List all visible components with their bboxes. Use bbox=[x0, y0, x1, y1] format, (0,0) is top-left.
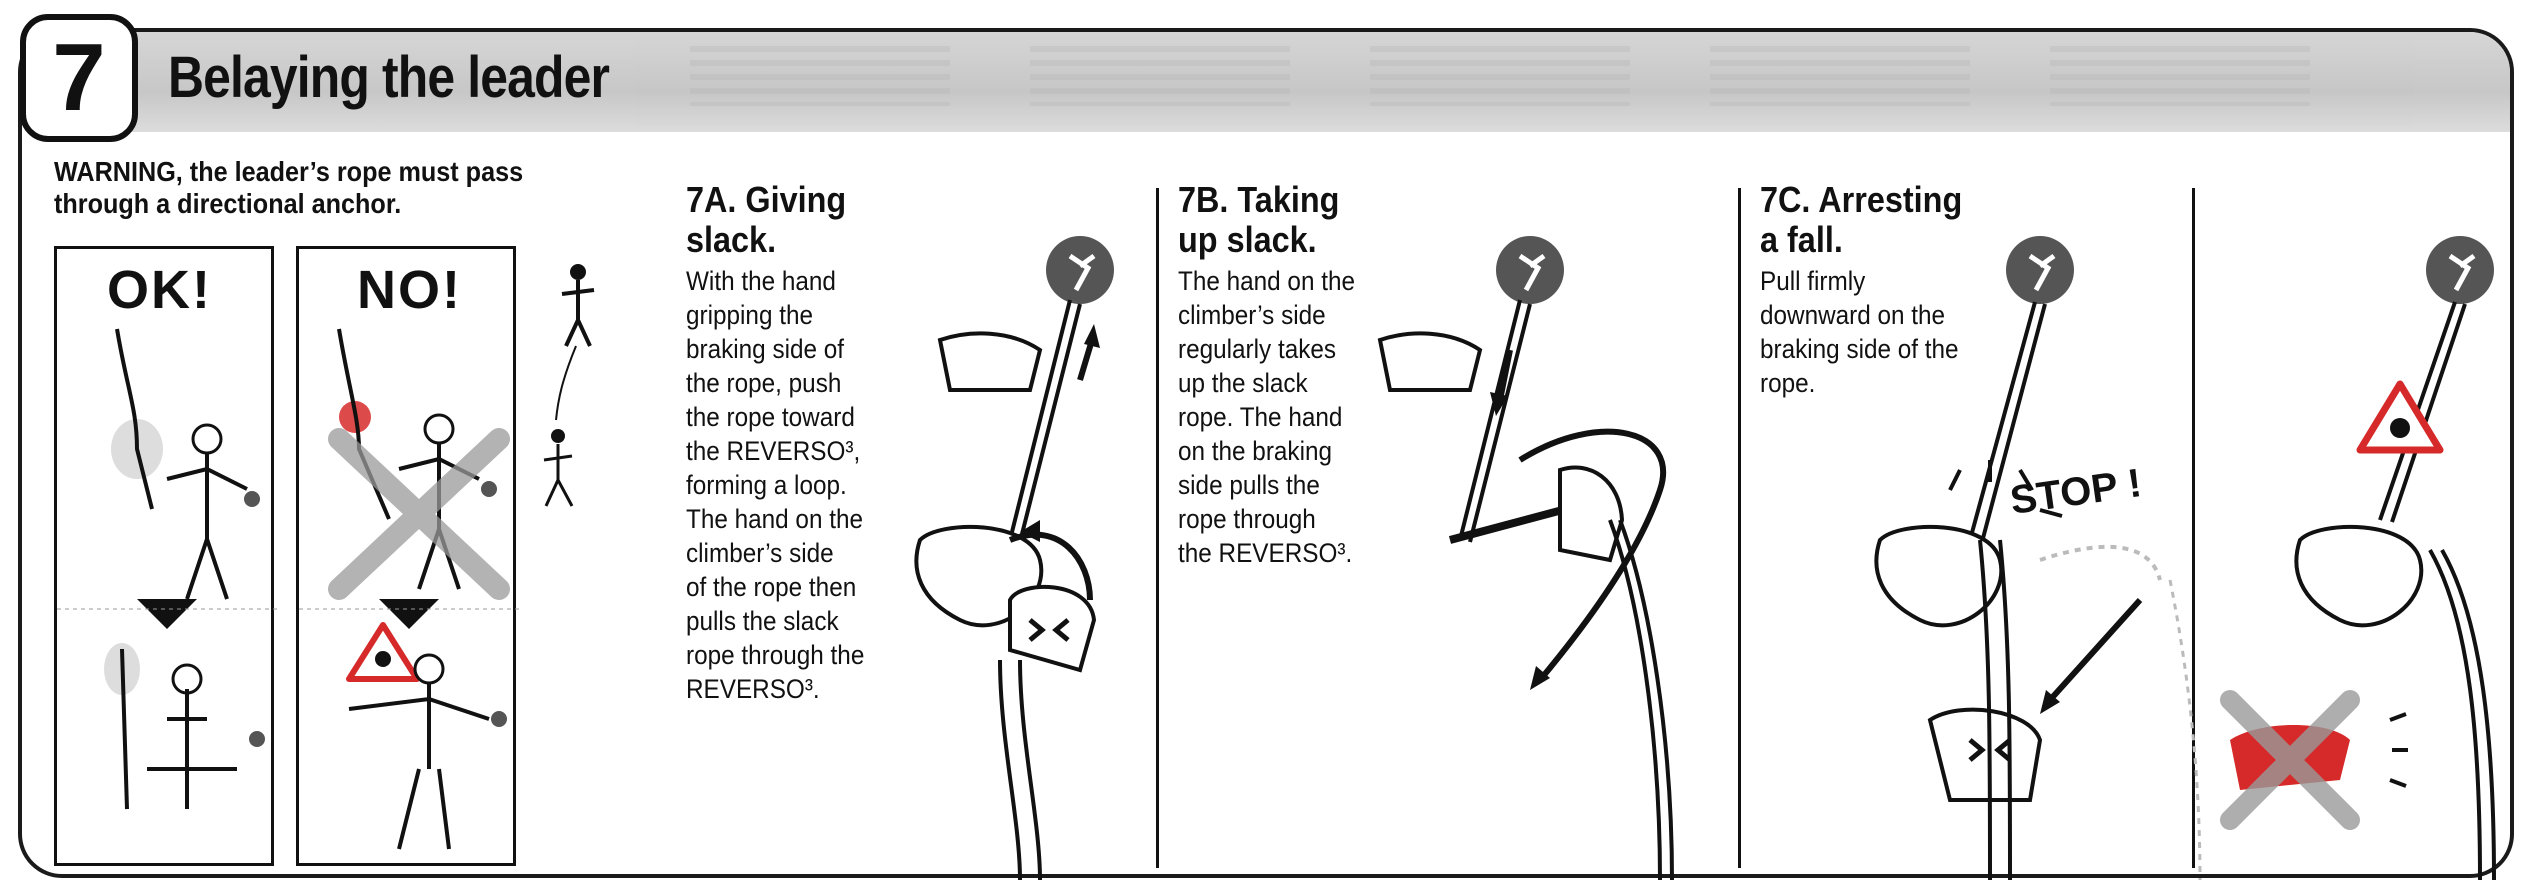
ok-panel: OK! bbox=[54, 246, 277, 866]
warning-lead: WARNING bbox=[54, 156, 176, 187]
step-7c-body: Pull firmly downward on the braking side… bbox=[1760, 266, 1959, 398]
belayer-illustration-ok bbox=[57, 328, 277, 810]
section-title: Belaying the leader bbox=[168, 45, 610, 110]
step-7c-title: 7C. Arresting a fall. bbox=[1760, 179, 1963, 260]
no-label: NO! bbox=[357, 260, 462, 320]
arresting-fall-illustration bbox=[1874, 236, 2202, 881]
ok-label: OK! bbox=[107, 260, 212, 320]
header-band bbox=[130, 32, 2510, 132]
divider-7a-7b bbox=[1156, 188, 1159, 868]
warning-text: WARNING, the leader’s rope must pass thr… bbox=[54, 156, 558, 220]
section-number-badge: 7 bbox=[20, 14, 138, 142]
step-7b-body: The hand on the climber’s side regularly… bbox=[1178, 266, 1356, 568]
climber-sketch bbox=[543, 264, 595, 507]
giving-slack-illustration bbox=[914, 236, 1114, 881]
step-7b-title: 7B. Taking up slack. bbox=[1178, 179, 1340, 260]
section-frame bbox=[18, 28, 2514, 878]
warning-body: , the leader’s rope must pass through a … bbox=[54, 156, 524, 219]
belayer-illustration-no bbox=[299, 328, 519, 850]
no-panel: NO! bbox=[296, 246, 519, 866]
step-7a-body: With the hand gripping the braking side … bbox=[686, 266, 865, 704]
taking-up-slack-illustration bbox=[1377, 236, 1674, 881]
step-7a-title: 7A. Giving slack. bbox=[686, 179, 847, 260]
divider-7b-7c bbox=[1738, 188, 1741, 868]
wrong-hand-illustration bbox=[2220, 236, 2496, 881]
divider-7c-final bbox=[2192, 188, 2195, 868]
